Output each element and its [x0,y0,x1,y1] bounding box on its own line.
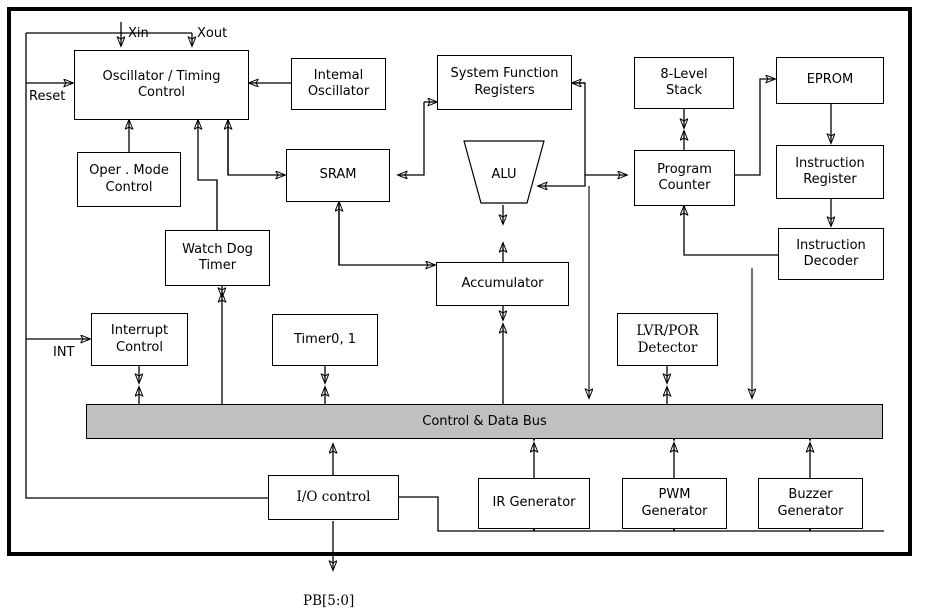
block-label-line1: EPROM [806,72,854,88]
block-pwm-generator[interactable]: PWM Generator [622,478,727,529]
block-label-line1: Watch Dog [182,241,253,257]
block-label-line1: Oper . Mode [89,163,169,179]
block-alu[interactable]: ALU [459,139,549,205]
control-and-data-bus[interactable]: Control & Data Bus [86,404,883,439]
block-sram[interactable]: SRAM [286,149,390,202]
block-label-line1: Accumulator [461,275,544,291]
block-label-line2: Counter [658,178,711,193]
block-label-line2: Control [137,85,185,100]
block-label-line2: Generator [777,503,844,519]
block-label-line1: PWM [658,487,691,503]
block-label-line2: Oscillator [307,84,370,99]
block-label-line1: System Function [450,66,559,82]
block-label-line2: Detector [637,339,698,356]
block-label-line1: Timer0, 1 [294,331,356,347]
block-label-line2: Decoder [803,254,859,269]
block-accumulator[interactable]: Accumulator [436,262,569,306]
block-label-line2: Control [116,339,163,355]
block-label-line2: Registers [474,82,535,98]
block-interrupt-control[interactable]: Interrupt Control [91,313,188,366]
block-label-line1: Intemal [313,67,364,83]
bus-label: Control & Data Bus [422,414,547,429]
block-label-line2: Register [803,172,857,187]
block-eprom[interactable]: EPROM [776,57,884,104]
block-instruction-register[interactable]: Instruction Register [776,145,884,199]
block-label-line1: Instruction [796,237,866,253]
block-watch-dog-timer[interactable]: Watch Dog Timer [165,230,270,286]
block-label-line1: Buzzer [788,487,833,503]
block-oper-mode-control[interactable]: Oper . Mode Control [77,152,181,207]
block-instruction-decoder[interactable]: Instruction Decoder [778,228,884,280]
block-label-line1: Instruction [795,155,865,171]
block-label-line1: LVR/POR [636,322,699,339]
alu-shape [463,140,545,204]
block-internal-oscillator[interactable]: Intemal Oscillator [291,58,386,110]
block-label-line1: Program [657,161,712,177]
block-lvr-por-detector[interactable]: LVR/POR Detector [617,313,718,366]
block-label-line1: ALU [491,166,517,182]
block-label-line2: Control [105,179,153,195]
block-label-line1: IR Generator [492,495,576,511]
block-label-line2: Generator [641,503,708,519]
block-label-line1: I/O control [296,489,371,506]
block-label-line1: 8-Level [660,66,708,82]
block-label-line1: Interrupt [110,323,169,339]
signal-label-reset: Reset [29,89,66,104]
block-label-line2: Stack [666,83,702,98]
signal-label-pb: PB[5:0] [303,593,355,609]
signal-label-int: INT [53,345,75,360]
block-io-control[interactable]: I/O control [268,475,399,520]
block-system-function-registers[interactable]: System Function Registers [437,55,572,110]
block-oscillator-timing-control[interactable]: Oscillator / Timing Control [74,50,249,120]
signal-label-xout: Xout [197,26,228,41]
block-label-line2: Timer [198,258,237,273]
block-timer0-1[interactable]: Timer0, 1 [272,314,378,366]
block-label-line1: Oscillator / Timing [102,68,221,84]
signal-label-xin: Xin [128,26,149,41]
diagram-outer-frame [7,7,912,556]
block-buzzer-generator[interactable]: Buzzer Generator [758,478,863,529]
block-program-counter[interactable]: Program Counter [634,150,735,206]
block-ir-generator[interactable]: IR Generator [478,478,590,529]
block-8-level-stack[interactable]: 8-Level Stack [634,57,734,109]
block-label-line1: SRAM [319,167,357,183]
